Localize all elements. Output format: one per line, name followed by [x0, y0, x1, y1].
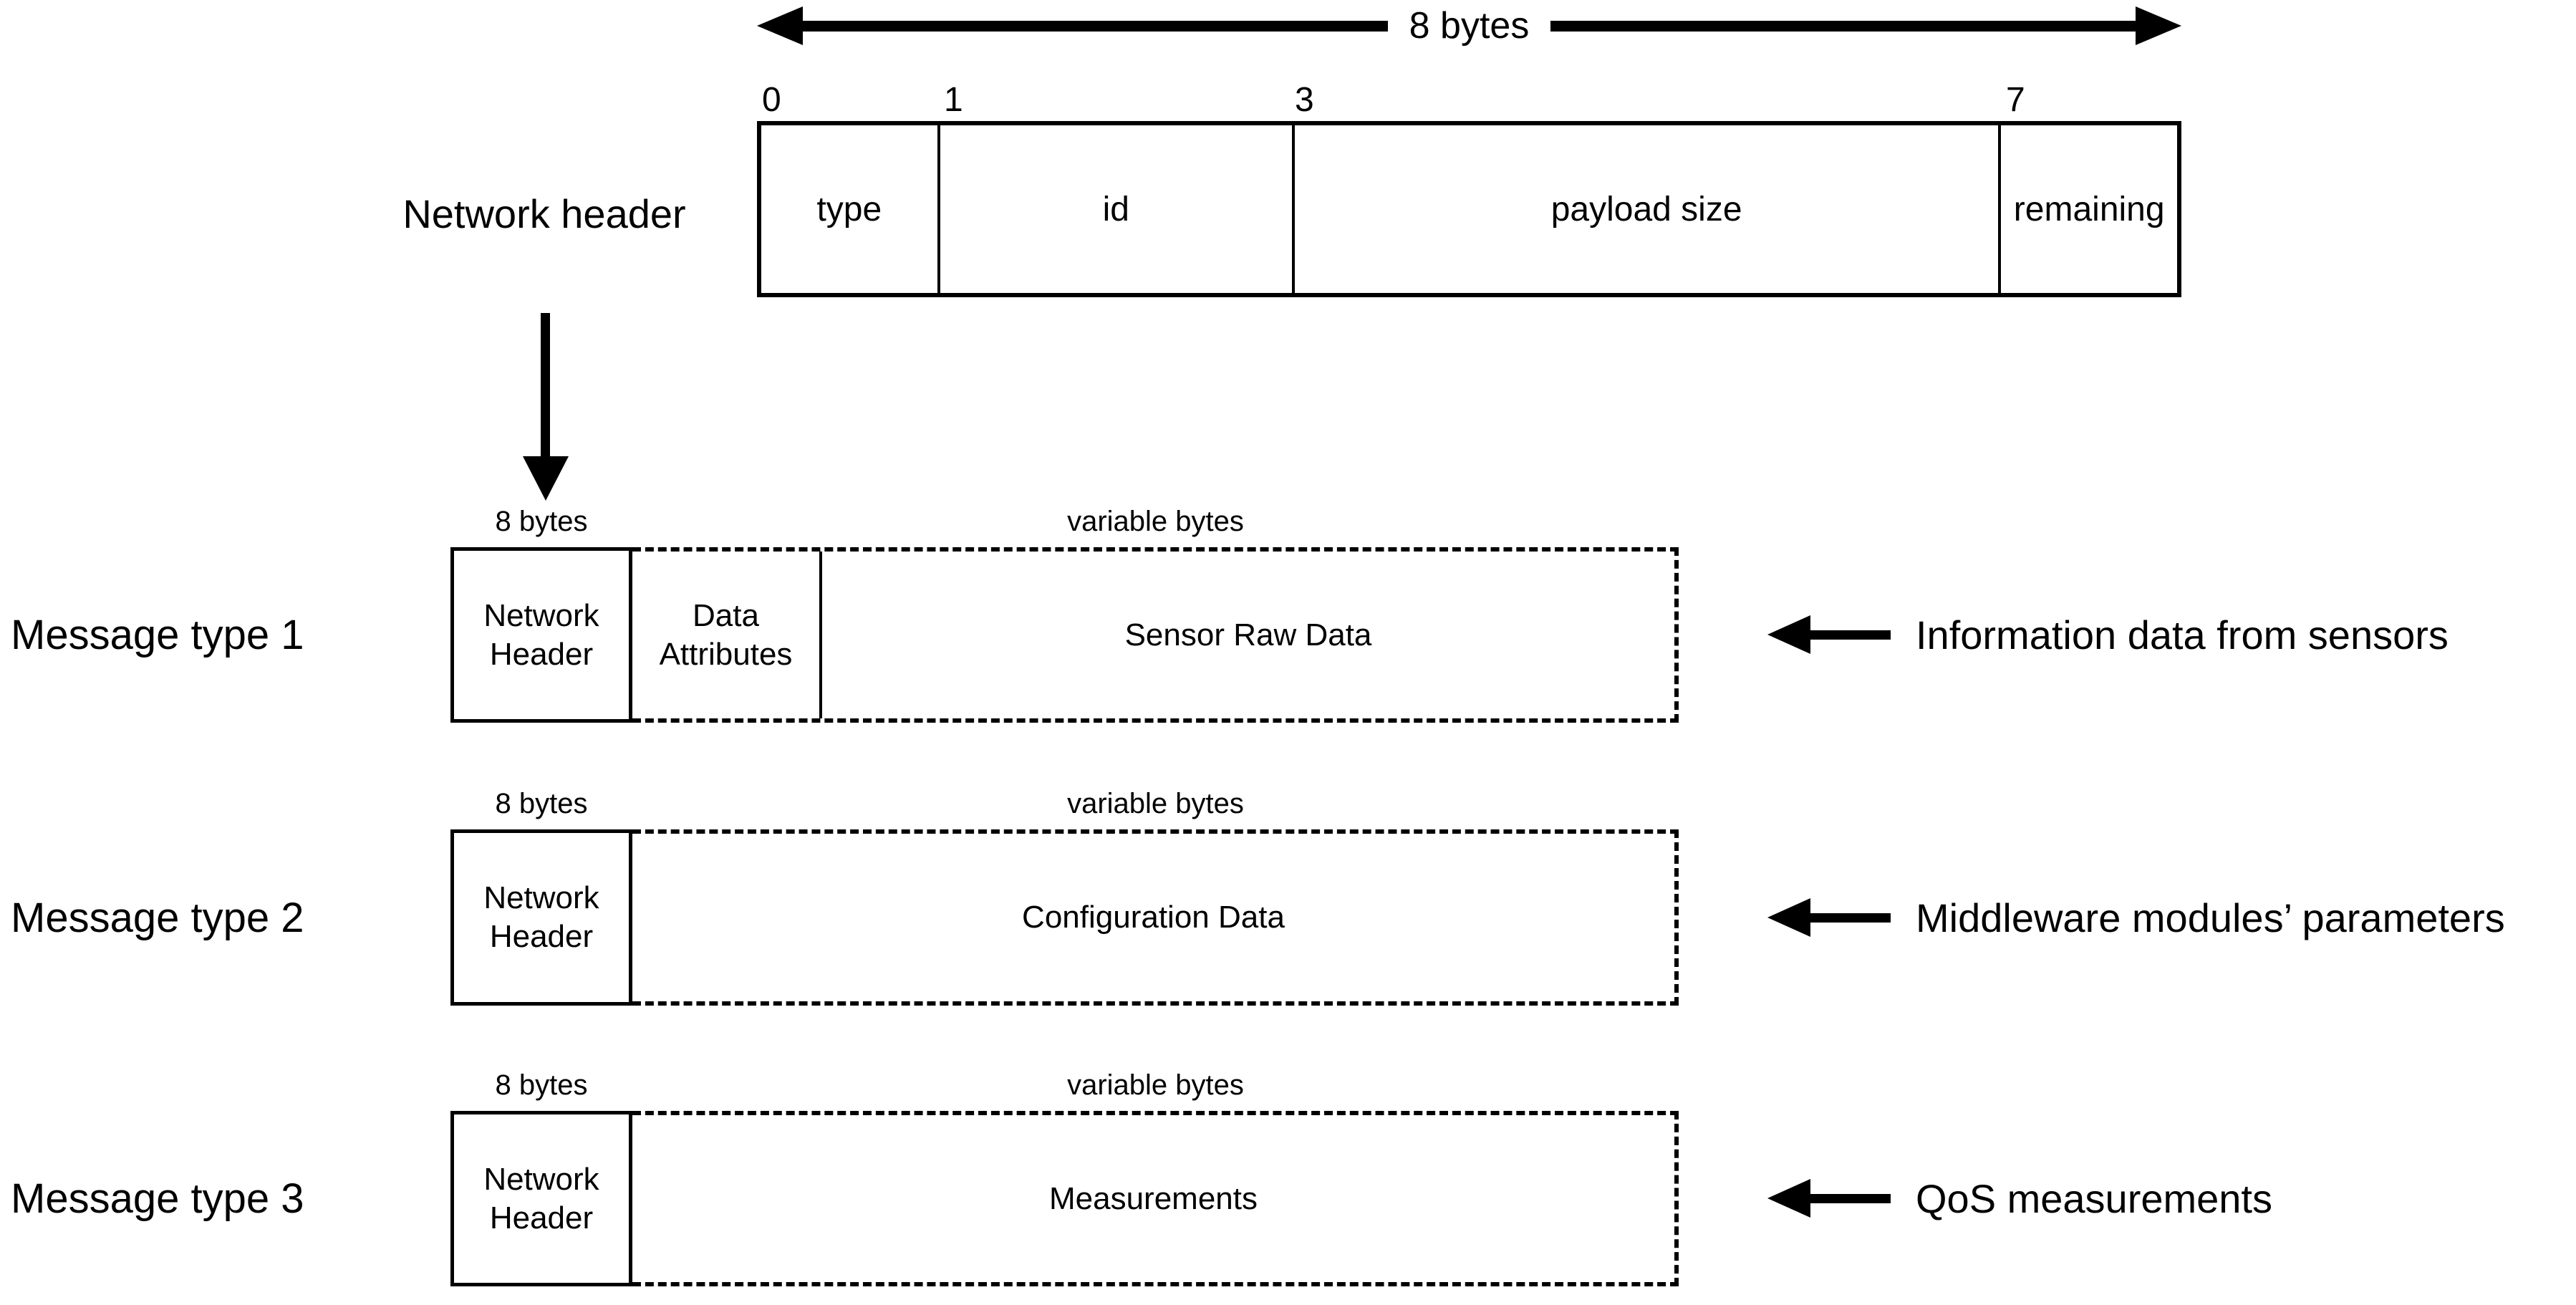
row2-payload-box: Configuration Data — [632, 829, 1679, 1006]
row3-header-size-label: 8 bytes — [495, 1069, 588, 1101]
row1-payload-box: Data Attributes Sensor Raw Data — [632, 547, 1679, 723]
field-remaining: remaining — [1998, 125, 2177, 293]
byte-width-double-arrow-icon: 8 bytes — [757, 5, 2181, 47]
row1-payload-size-label: variable bytes — [1067, 506, 1244, 537]
network-header-pointer-label: Network header — [402, 191, 686, 236]
row2-header-size-label: 8 bytes — [495, 788, 588, 819]
row2-annotation: Middleware modules’ parameters — [1916, 895, 2505, 940]
message-type-1-label: Message type 1 — [11, 612, 304, 658]
row1-annotation: Information data from sensors — [1916, 612, 2449, 658]
field-payload-size: payload size — [1291, 125, 1999, 293]
row1-segment-sensor-raw-data: Sensor Raw Data — [1124, 617, 1372, 652]
row1-segment-data-attributes: Data Attributes — [632, 552, 822, 718]
network-header-structure-box: type id payload size remaining — [757, 121, 2181, 297]
row1-header-size-label: 8 bytes — [495, 506, 588, 537]
row2-left-arrow-icon — [1767, 898, 1891, 937]
byte-index-7: 7 — [2006, 81, 2025, 119]
arrow-left-head-icon — [1767, 615, 1810, 654]
row3-network-header-cell: Network Header — [450, 1111, 632, 1286]
down-arrow-shaft — [541, 313, 550, 458]
arrow-shaft — [803, 20, 1388, 32]
row1-network-header-text: Network Header — [483, 597, 599, 672]
row2-network-header-text: Network Header — [483, 880, 599, 954]
row3-annotation: QoS measurements — [1916, 1176, 2272, 1221]
top-byte-width-label: 8 bytes — [1409, 5, 1530, 47]
arrow-shaft — [1810, 630, 1891, 640]
row3-payload-box: Measurements — [632, 1111, 1679, 1286]
row3-network-header-text: Network Header — [483, 1161, 599, 1236]
arrow-left-head-icon — [1767, 1179, 1810, 1218]
row2-segment-configuration-data: Configuration Data — [1022, 900, 1285, 935]
byte-index-1: 1 — [944, 81, 963, 119]
message-type-2-label: Message type 2 — [11, 894, 304, 941]
row2-network-header-cell: Network Header — [450, 829, 632, 1006]
arrow-right-head-icon — [2136, 6, 2181, 45]
row3-payload-size-label: variable bytes — [1067, 1069, 1244, 1101]
row3-segment-measurements: Measurements — [1048, 1180, 1258, 1216]
row3-left-arrow-icon — [1767, 1179, 1891, 1218]
arrow-shaft — [1550, 20, 2136, 32]
arrow-shaft — [1810, 912, 1891, 923]
byte-index-3: 3 — [1295, 81, 1314, 119]
byte-index-0: 0 — [762, 81, 781, 119]
field-id: id — [937, 125, 1292, 293]
down-arrow-icon — [523, 456, 569, 501]
arrow-shaft — [1810, 1193, 1891, 1203]
row1-network-header-cell: Network Header — [450, 547, 632, 723]
row2-payload-size-label: variable bytes — [1067, 788, 1244, 819]
row1-left-arrow-icon — [1767, 615, 1891, 654]
message-type-3-label: Message type 3 — [11, 1175, 304, 1222]
field-type: type — [816, 190, 882, 228]
arrow-left-head-icon — [1767, 898, 1810, 937]
arrow-left-head-icon — [757, 6, 803, 45]
